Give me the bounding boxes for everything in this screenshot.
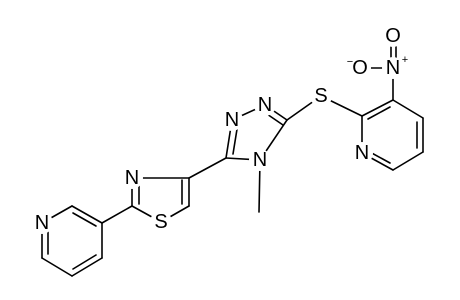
atom-label: N — [125, 167, 139, 189]
bond-double — [72, 212, 97, 227]
bond — [41, 257, 73, 277]
atom-label: N — [386, 57, 400, 79]
atom-label: N — [35, 212, 49, 234]
bond-double — [72, 254, 97, 270]
atom-layer: N N S N N N S N + O O − N — [31, 25, 408, 234]
charge-label: − — [347, 56, 353, 68]
bond — [101, 205, 133, 224]
atom-label: N — [258, 94, 272, 116]
bond-double — [367, 106, 391, 120]
charge-label: + — [402, 54, 408, 66]
atom-label: O — [385, 25, 401, 47]
atom-label: N — [225, 109, 239, 131]
atom-label: S — [154, 211, 167, 233]
atom-label: O — [352, 57, 368, 79]
bond — [71, 257, 103, 277]
bond — [361, 99, 394, 117]
bond — [392, 151, 424, 171]
bond — [392, 99, 424, 119]
atom-label: N — [355, 142, 369, 164]
atom-label: N — [253, 149, 267, 171]
bond — [188, 157, 227, 179]
atom-label: S — [314, 85, 327, 107]
bond — [71, 205, 103, 224]
